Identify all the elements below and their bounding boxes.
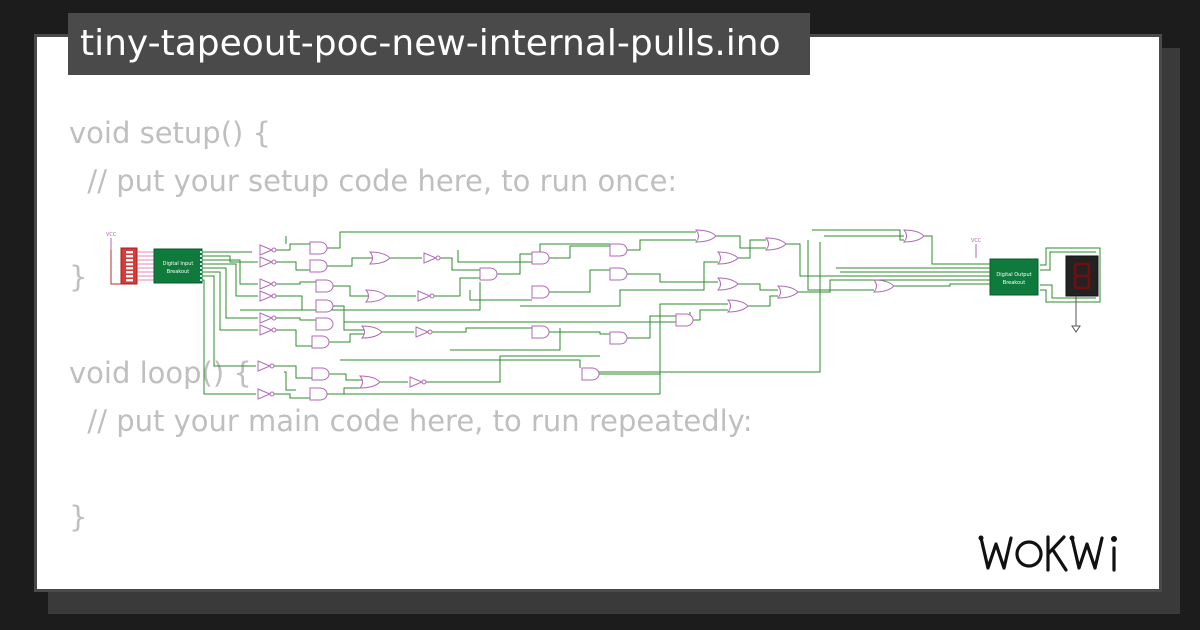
and-gate: [311, 367, 330, 381]
and-gate: [309, 387, 328, 401]
or-gate: [726, 299, 749, 313]
svg-text:VCC: VCC: [106, 232, 117, 238]
dip-switch[interactable]: [110, 247, 138, 285]
and-gate: [315, 299, 334, 313]
wokwi-logo: [978, 535, 1117, 572]
and-gate: [675, 313, 694, 327]
or-gate: [368, 251, 391, 265]
or-gate: [872, 279, 895, 293]
preview-card: void setup() { // put your setup code he…: [34, 34, 1162, 592]
and-gate: [581, 367, 600, 381]
circuit-wires: [202, 229, 990, 399]
and-gate: [531, 251, 550, 265]
and-gate: [609, 267, 628, 281]
not-gate: [259, 256, 274, 268]
seven-segment-display: [1040, 247, 1101, 333]
output-board-label-2: Breakout: [1003, 280, 1025, 286]
and-gate: [609, 243, 628, 257]
not-gate: [417, 290, 432, 302]
vcc-left: VCC: [106, 232, 117, 250]
or-gate: [360, 325, 383, 339]
and-gate: [311, 335, 330, 349]
or-gate: [716, 251, 739, 265]
not-gate: [257, 388, 272, 400]
not-gate: [259, 278, 274, 290]
not-gate: [259, 324, 274, 336]
dip-wires: [137, 251, 154, 281]
digital-output-breakout: VCC Digital Output Breakout: [971, 238, 1039, 296]
logic-gates: [257, 229, 925, 401]
not-gate: [415, 326, 430, 338]
or-gate: [902, 229, 925, 243]
project-title: tiny-tapeout-poc-new-internal-pulls.ino: [68, 13, 810, 75]
and-gate: [309, 241, 328, 255]
not-gate: [409, 376, 424, 388]
and-gate: [479, 267, 498, 281]
ground-icon: [1071, 325, 1081, 333]
or-gate: [364, 289, 387, 303]
input-board-label-1: Digital Input: [163, 261, 194, 267]
and-gate: [315, 279, 334, 293]
input-board-label-2: Breakout: [167, 269, 189, 275]
or-gate: [716, 277, 739, 291]
and-gate: [531, 325, 550, 339]
or-gate: [776, 285, 799, 299]
not-gate: [259, 290, 274, 302]
output-board-label-1: Digital Output: [996, 272, 1031, 278]
and-gate: [309, 259, 328, 273]
digital-input-breakout: Digital Input Breakout: [153, 248, 203, 284]
and-gate: [609, 331, 628, 345]
not-gate: [259, 312, 274, 324]
or-gate: [764, 237, 787, 251]
not-gate: [257, 360, 272, 372]
code-preview: void setup() { // put your setup code he…: [69, 116, 753, 534]
vcc-right: VCC: [971, 238, 982, 244]
or-gate: [694, 229, 717, 243]
and-gate: [315, 317, 334, 331]
not-gate: [423, 252, 438, 264]
not-gate: [259, 244, 274, 256]
or-gate: [358, 375, 381, 389]
and-gate: [531, 285, 550, 299]
